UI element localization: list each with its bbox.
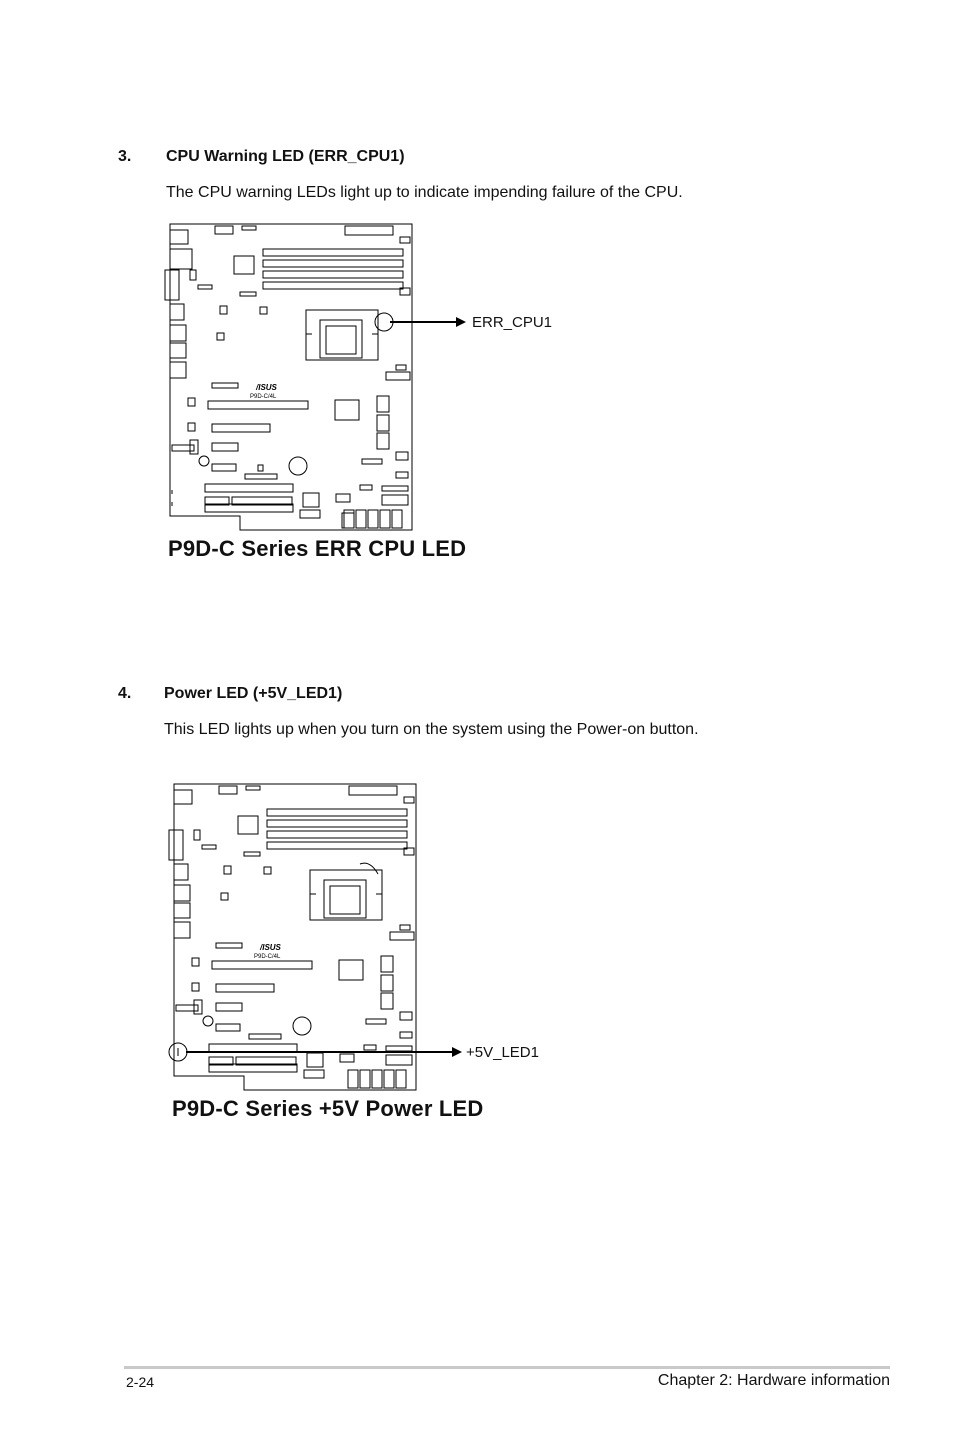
board-model-label: P9D-C/4L [250,394,277,400]
footer-page-number: 2-24 [126,1374,155,1390]
callout-arrow-5v-led1 [186,1047,462,1057]
motherboard-layout-svg: /ISUS P9D-C/4L [164,223,413,531]
section-3-number: 3. [118,148,132,165]
section-3-description: The CPU warning LEDs light up to indicat… [166,184,683,201]
brand-logo: /ISUS [255,383,278,392]
section-4-title: Power LED (+5V_LED1) [164,685,343,702]
footer-chapter-title: Chapter 2: Hardware information [657,1372,890,1389]
motherboard-diagram-5v-led: /ISUS P9D-C/4L [164,782,420,1097]
motherboard-diagram-err-cpu: /ISUS P9D-C/4L [160,222,416,537]
callout-arrow-err-cpu1 [390,317,466,327]
section-3-title: CPU Warning LED (ERR_CPU1) [166,148,405,165]
footer-divider [124,1366,890,1369]
section-4-number: 4. [118,685,132,702]
board-model-label-2: P9D-C/4L [254,954,281,960]
brand-logo-2: /ISUS [259,943,282,952]
motherboard-layout-svg-2: /ISUS P9D-C/4L [168,783,417,1091]
callout-label-5v-led1: +5V_LED1 [466,1044,539,1061]
section-4-description: This LED lights up when you turn on the … [164,721,699,738]
figure-caption-5v-led: P9D-C Series +5V Power LED [172,1096,484,1121]
callout-label-err-cpu1: ERR_CPU1 [472,314,553,331]
figure-caption-err-cpu: P9D-C Series ERR CPU LED [168,536,467,561]
